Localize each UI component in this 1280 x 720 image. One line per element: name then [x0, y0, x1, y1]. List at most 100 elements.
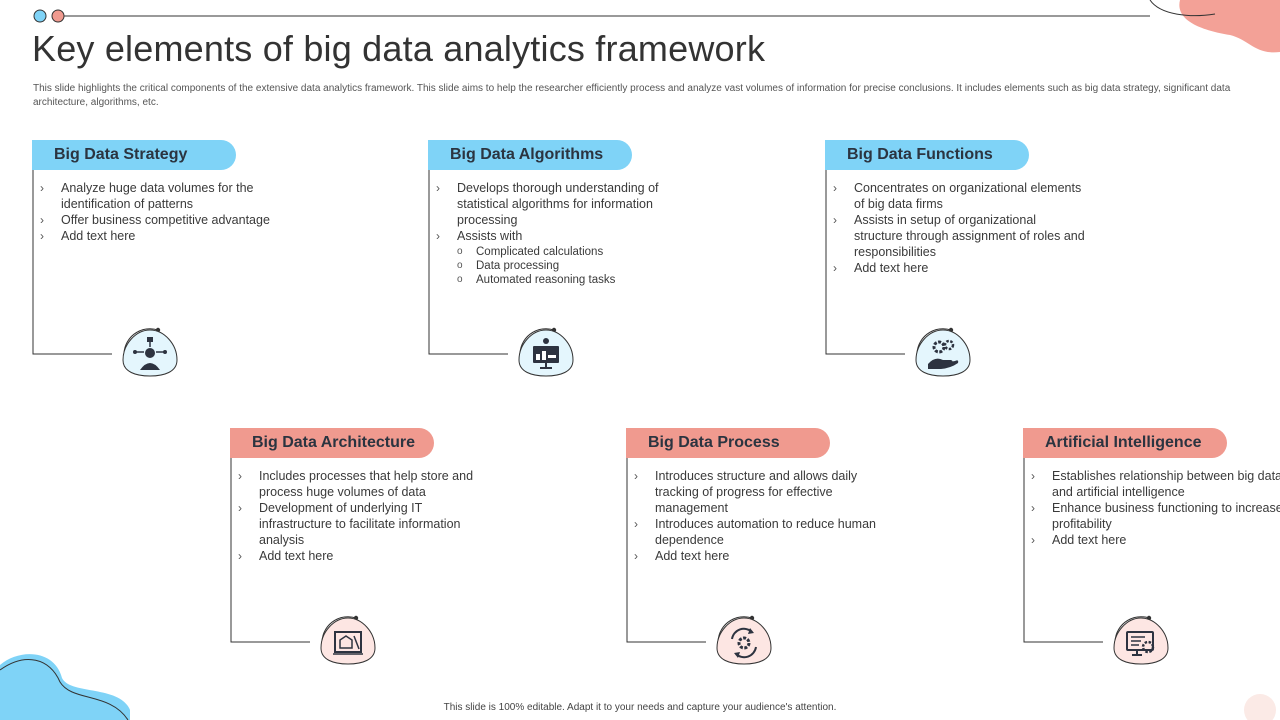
red-dot — [51, 9, 65, 23]
chevron-right-icon: › — [238, 549, 242, 563]
sub-item-text: Automated reasoning tasks — [476, 274, 616, 286]
list-item-text: Introduces automation to reduce human de… — [655, 517, 876, 547]
list-item: › Offer business competitive advantage — [40, 212, 292, 228]
card-header: Artificial Intelligence — [1023, 428, 1227, 458]
list-item: › Introduces automation to reduce human d… — [634, 516, 886, 548]
chevron-right-icon: › — [1031, 469, 1035, 483]
list-item-text: Introduces structure and allows daily tr… — [655, 469, 858, 515]
list-item: › Add text here — [634, 548, 886, 564]
ai-monitor-icon — [1113, 615, 1169, 665]
card-big-data-process: Big Data Process › Introduces structure a… — [626, 428, 886, 668]
list-item-text: Add text here — [1052, 533, 1127, 547]
chevron-right-icon: › — [833, 261, 837, 275]
top-decor — [33, 0, 1280, 53]
card-frame — [230, 458, 310, 643]
card-header: Big Data Process — [626, 428, 830, 458]
bullet-list: › Introduces structure and allows daily t… — [634, 468, 886, 564]
card-header: Big Data Algorithms — [428, 140, 632, 170]
footer-note: This slide is 100% editable. Adapt it to… — [443, 702, 837, 713]
chevron-right-icon: › — [40, 229, 44, 243]
chevron-right-icon: › — [1031, 533, 1035, 547]
architecture-blueprint-icon — [320, 615, 376, 665]
list-item: › Add text here — [40, 228, 292, 244]
card-big-data-algorithms: Big Data Algorithms › Develops thorough u… — [428, 140, 688, 380]
list-item-text: Establishes relationship between big dat… — [1052, 469, 1280, 499]
circle-bullet-icon: o — [457, 246, 463, 257]
circle-bullet-icon: o — [457, 260, 463, 271]
card-artificial-intelligence: Artificial Intelligence › Establishes rel… — [1023, 428, 1280, 668]
bottom-right-decor — [1244, 694, 1276, 720]
chevron-right-icon: › — [238, 469, 242, 483]
corner-blob — [1179, 0, 1280, 53]
bullet-list: › Develops thorough understanding of stat… — [436, 180, 688, 287]
page-title: Key elements of big data analytics frame… — [32, 28, 766, 69]
list-item-text: Add text here — [854, 261, 929, 275]
bottom-left-decor — [0, 654, 130, 720]
sub-item: o Automated reasoning tasks — [457, 273, 688, 287]
chevron-right-icon: › — [238, 501, 242, 515]
bullet-list: › Establishes relationship between big da… — [1031, 468, 1280, 548]
chevron-right-icon: › — [833, 181, 837, 195]
list-item-text: Enhance business functioning to increase… — [1052, 501, 1280, 531]
chevron-right-icon: › — [634, 549, 638, 563]
list-item-text: Includes processes that help store and p… — [259, 469, 474, 499]
chevron-right-icon: › — [436, 181, 440, 195]
process-cycle-icon — [716, 615, 772, 665]
list-item: › Concentrates on organizational elements… — [833, 180, 1085, 212]
list-item: › Develops thorough understanding of stat… — [436, 180, 688, 228]
card-header: Big Data Architecture — [230, 428, 434, 458]
list-item: › Add text here — [1031, 532, 1280, 548]
hand-gears-icon — [915, 327, 971, 377]
chevron-right-icon: › — [833, 213, 837, 227]
blue-dot — [33, 9, 47, 23]
dashboard-screen-icon — [518, 327, 574, 377]
list-item-text: Analyze huge data volumes for the identi… — [61, 181, 254, 211]
chevron-right-icon: › — [634, 469, 638, 483]
card-frame — [825, 170, 905, 355]
circle-bullet-icon: o — [457, 274, 463, 285]
card-header: Big Data Functions — [825, 140, 1029, 170]
sub-item: o Complicated calculations — [457, 245, 688, 259]
list-item: › Assists in setup of organizational stru… — [833, 212, 1085, 260]
card-frame — [428, 170, 508, 355]
list-item: › Analyze huge data volumes for the ident… — [40, 180, 292, 212]
list-item-text: Assists in setup of organizational struc… — [854, 213, 1085, 259]
list-item-text: Add text here — [655, 549, 730, 563]
card-big-data-architecture: Big Data Architecture › Includes processe… — [230, 428, 490, 668]
card-big-data-functions: Big Data Functions › Concentrates on orga… — [825, 140, 1085, 380]
list-item: › Establishes relationship between big da… — [1031, 468, 1280, 500]
card-frame — [32, 170, 112, 355]
sub-item: o Data processing — [457, 259, 688, 273]
card-header: Big Data Strategy — [32, 140, 236, 170]
list-item-text: Development of underlying IT infrastruct… — [259, 501, 461, 547]
list-item-text: Add text here — [259, 549, 334, 563]
list-item-text: Develops thorough understanding of stati… — [457, 181, 659, 227]
list-item-text: Offer business competitive advantage — [61, 213, 270, 227]
user-network-icon — [122, 327, 178, 377]
slide-description: This slide highlights the critical compo… — [33, 83, 1231, 108]
bullet-list: › Analyze huge data volumes for the ident… — [40, 180, 292, 244]
list-item: › Includes processes that help store and … — [238, 468, 490, 500]
list-item: › Introduces structure and allows daily t… — [634, 468, 886, 516]
list-item-text: Assists with — [457, 229, 523, 243]
bullet-list: › Includes processes that help store and … — [238, 468, 490, 564]
list-item: › Development of underlying IT infrastruc… — [238, 500, 490, 548]
list-item: › Enhance business functioning to increas… — [1031, 500, 1280, 532]
sub-item-text: Complicated calculations — [476, 246, 604, 258]
list-item: › Add text here — [833, 260, 1085, 276]
bullet-list: › Concentrates on organizational elements… — [833, 180, 1085, 276]
list-item-text: Concentrates on organizational elements … — [854, 181, 1082, 211]
list-item: › Add text here — [238, 548, 490, 564]
chevron-right-icon: › — [1031, 501, 1035, 515]
chevron-right-icon: › — [436, 229, 440, 243]
chevron-right-icon: › — [40, 213, 44, 227]
sub-item-text: Data processing — [476, 260, 560, 272]
card-frame — [626, 458, 706, 643]
list-item-text: Add text here — [61, 229, 136, 243]
chevron-right-icon: › — [634, 517, 638, 531]
chevron-right-icon: › — [40, 181, 44, 195]
card-frame — [1023, 458, 1103, 643]
card-big-data-strategy: Big Data Strategy › Analyze huge data vol… — [32, 140, 292, 380]
